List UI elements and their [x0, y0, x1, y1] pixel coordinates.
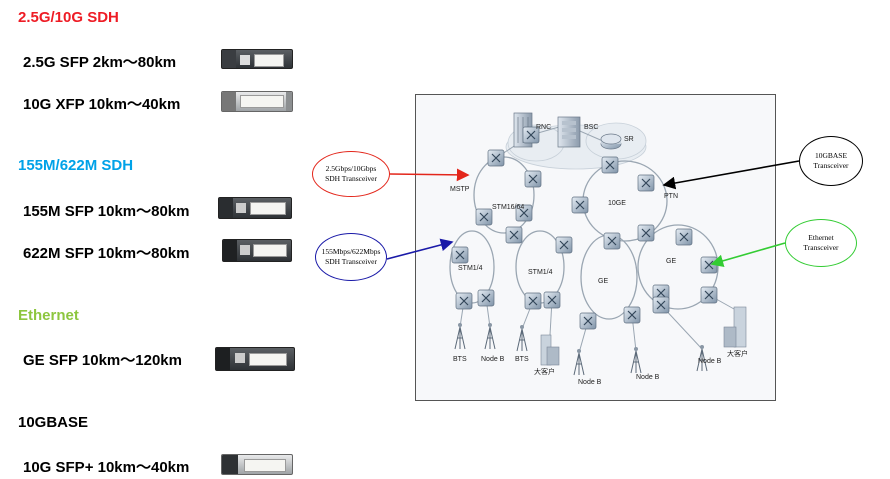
antenna-tower-icon — [516, 325, 528, 352]
endpoint-label: Node B — [698, 358, 722, 365]
antenna-tower-icon — [484, 323, 496, 350]
endpoint-label: Node B — [578, 379, 602, 386]
building-icon — [540, 334, 560, 366]
network-switch-icon — [675, 228, 693, 246]
sfp-module-image — [218, 197, 292, 219]
endpoint-label: 大客户 — [727, 349, 748, 358]
antenna-tower-icon — [573, 349, 585, 376]
ring-label: STM1/4 — [528, 269, 553, 276]
network-switch-icon — [487, 149, 505, 167]
bsc-label: BSC — [584, 124, 598, 131]
network-switch-icon — [603, 232, 621, 250]
network-switch-icon — [637, 174, 655, 192]
section-heading: 10GBASE — [18, 414, 89, 431]
network-switch-icon — [700, 256, 718, 274]
callout-line: 10GBASE — [814, 151, 848, 160]
network-switch-icon — [477, 289, 495, 307]
endpoint-label: BTS — [453, 356, 467, 363]
callout-line: 2.5Gbps/10Gbps — [325, 164, 377, 173]
endpoint-label: BTS — [515, 356, 529, 363]
network-switch-icon — [455, 292, 473, 310]
product-label: 2.5G SFP 2km～80km — [23, 54, 177, 71]
network-switch-icon — [637, 224, 655, 242]
network-switch-icon — [700, 286, 718, 304]
section-heading: 155M/622M SDH — [18, 157, 134, 174]
callout-line: Transceiver — [813, 161, 849, 170]
rnc-label: RNC — [536, 124, 551, 131]
callout-line: Transceiver — [803, 243, 839, 252]
product-label: 10G XFP 10km～40km — [23, 96, 181, 113]
network-switch-icon — [555, 236, 573, 254]
ring-label: GE — [666, 258, 676, 265]
ring-label: STM16/64 — [492, 204, 524, 211]
network-switch-icon — [505, 226, 523, 244]
network-switch-icon — [515, 204, 533, 222]
sfp-plus-module-image — [221, 454, 293, 475]
ring-label: STM1/4 — [458, 265, 483, 272]
product-label: GE SFP 10km～120km — [23, 352, 182, 369]
antenna-tower-icon — [630, 347, 642, 374]
network-switch-icon — [522, 126, 540, 144]
switch-icons — [451, 126, 718, 330]
building-icon — [723, 306, 747, 348]
sfp-module-image — [221, 49, 293, 69]
ring-label: GE — [598, 278, 608, 285]
sfp-module-image — [222, 239, 292, 262]
network-switch-icon — [571, 196, 589, 214]
tower-icons — [454, 323, 708, 376]
mstp-label: MSTP — [450, 186, 470, 193]
ptn-label: PTN — [664, 193, 678, 200]
sr-router-icon — [600, 133, 622, 150]
endpoint-label: Node B — [481, 356, 505, 363]
callout-line: 155Mbps/622Mbps — [321, 247, 381, 256]
network-switch-icon — [524, 292, 542, 310]
network-switch-icon — [579, 312, 597, 330]
section-heading: Ethernet — [18, 307, 79, 324]
callout-line: SDH Transceiver — [325, 174, 377, 183]
callout-ethernet: Ethernet Transceiver — [785, 219, 857, 267]
callout-line: SDH Transceiver — [325, 257, 377, 266]
network-switch-icon — [652, 296, 670, 314]
endpoint-label: 大客户 — [534, 367, 555, 376]
product-label: 10G SFP+ 10km～40km — [23, 459, 190, 476]
callout-sdh-155m-622m: 155Mbps/622Mbps SDH Transceiver — [315, 233, 387, 281]
callout-sdh-2g5-10g: 2.5Gbps/10Gbps SDH Transceiver — [312, 151, 390, 197]
callout-line: Ethernet — [808, 233, 834, 242]
network-switch-icon — [524, 170, 542, 188]
network-switch-icon — [601, 156, 619, 174]
xfp-module-image — [221, 91, 293, 112]
network-diagram: RNC BSC SR MSTP PTN STM16/64 STM1/4 STM1… — [415, 94, 776, 401]
sr-label: SR — [624, 136, 634, 143]
network-switch-icon — [475, 208, 493, 226]
network-switch-icon — [623, 306, 641, 324]
ring-label: 10GE — [608, 200, 626, 207]
bsc-server-icon — [557, 116, 581, 148]
network-switch-icon — [451, 246, 469, 264]
network-diagram-svg: RNC BSC SR MSTP PTN STM16/64 STM1/4 STM1… — [449, 112, 748, 386]
network-switch-icon — [543, 291, 561, 309]
sfp-module-image — [215, 347, 295, 371]
section-heading: 2.5G/10G SDH — [18, 9, 119, 26]
callout-10gbase: 10GBASE Transceiver — [799, 136, 863, 186]
endpoint-label: Node B — [636, 374, 660, 381]
antenna-tower-icon — [454, 323, 466, 350]
product-label: 155M SFP 10km～80km — [23, 203, 190, 220]
product-label: 622M SFP 10km～80km — [23, 245, 190, 262]
antenna-tower-icon — [696, 345, 708, 372]
